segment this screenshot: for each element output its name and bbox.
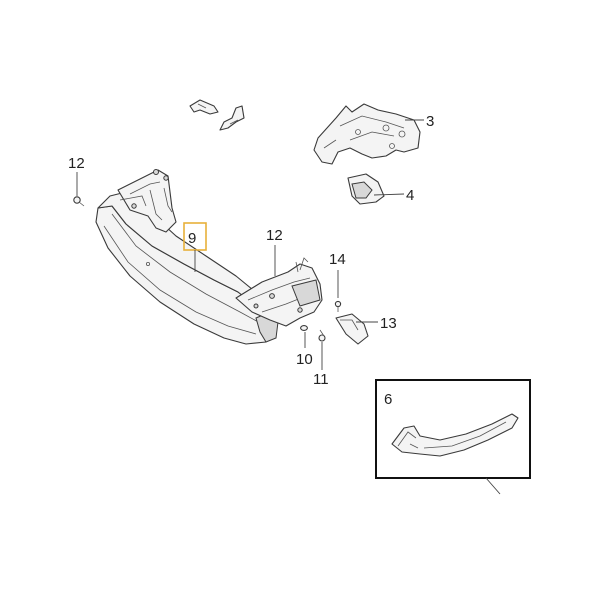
callout-9[interactable]: 9 bbox=[188, 230, 196, 247]
bolt-12-left[interactable] bbox=[73, 196, 85, 207]
callout-13[interactable]: 13 bbox=[380, 315, 397, 332]
bolt-11[interactable] bbox=[318, 329, 326, 342]
bracket-clip-4[interactable] bbox=[347, 173, 385, 205]
callout-12-mid[interactable]: 12 bbox=[266, 227, 283, 244]
callout-3[interactable]: 3 bbox=[426, 113, 434, 130]
washer-10[interactable] bbox=[300, 325, 308, 331]
callout-10[interactable]: 10 bbox=[296, 351, 313, 368]
mounting-bracket-upper[interactable] bbox=[313, 103, 421, 165]
crash-box-left[interactable] bbox=[117, 169, 177, 233]
callout-11[interactable]: 11 bbox=[313, 371, 329, 388]
callout-12-left[interactable]: 12 bbox=[68, 155, 85, 172]
top-small-bracket-left[interactable] bbox=[189, 99, 219, 115]
bumper-reinforcement-beam[interactable] bbox=[95, 185, 279, 345]
callout-14[interactable]: 14 bbox=[329, 251, 346, 268]
crash-box-right[interactable] bbox=[235, 257, 323, 327]
top-small-bracket-right[interactable] bbox=[219, 105, 245, 131]
bolt-14[interactable] bbox=[334, 300, 342, 312]
end-bracket-13[interactable] bbox=[335, 313, 369, 345]
reinforcement-strip-6[interactable] bbox=[391, 413, 519, 457]
leader-4 bbox=[373, 193, 405, 196]
callout-4[interactable]: 4 bbox=[406, 187, 414, 204]
leader-inset bbox=[485, 477, 501, 495]
callout-6[interactable]: 6 bbox=[384, 391, 392, 408]
